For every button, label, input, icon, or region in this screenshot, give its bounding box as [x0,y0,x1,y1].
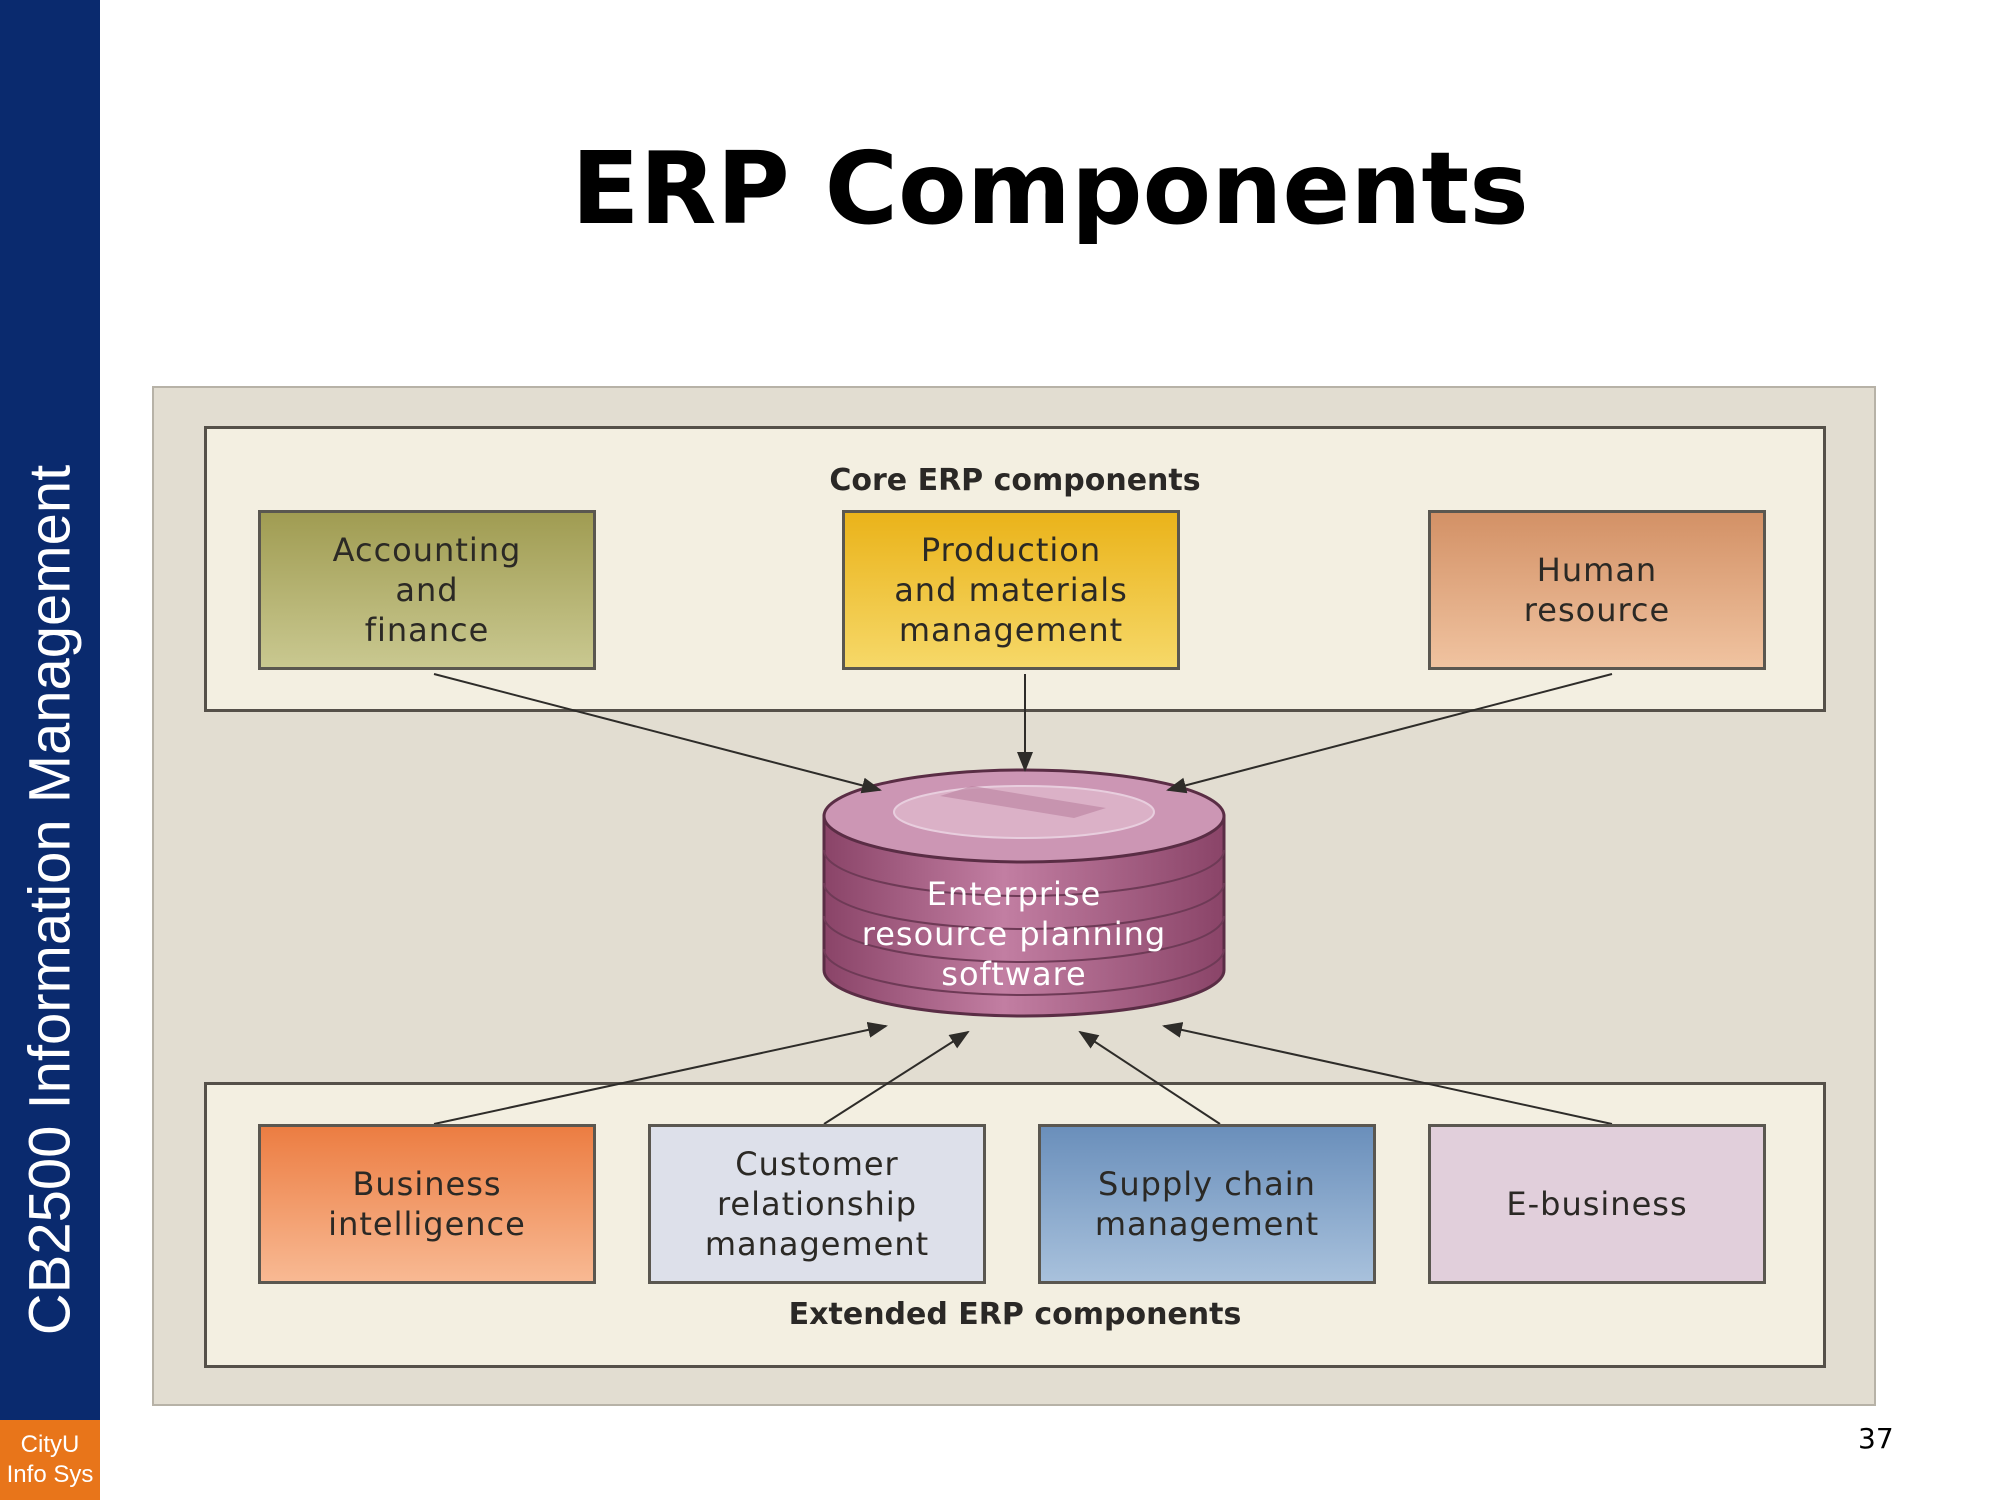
business-intelligence-box: Business intelligence [258,1124,596,1284]
org-badge-line-2: Info Sys [6,1461,94,1488]
supply-chain-line-1: Supply chain [1098,1165,1316,1203]
accounting-finance-box: Accounting and finance [258,510,596,670]
supply-chain-line-2: management [1094,1205,1320,1243]
e-business-line-1: E-business [1506,1185,1688,1223]
accounting-line-2: and [395,571,459,609]
org-badge: CityU Info Sys [0,1420,100,1500]
human-resource-box: Human resource [1428,510,1766,670]
human-resource-line-2: resource [1523,591,1671,629]
sidebar: CB2500 Information Management [0,0,100,1500]
erp-software-label: Enterprise resource planning software [804,874,1224,994]
supply-chain-box: Supply chain management [1038,1124,1376,1284]
business-intelligence-line-1: Business [352,1165,502,1203]
org-badge-line-1: CityU [20,1431,80,1458]
accounting-line-3: finance [364,611,490,649]
extended-components-label: Extended ERP components [788,1297,1242,1332]
production-line-1: Production [920,531,1102,569]
production-line-3: management [898,611,1124,649]
arrows-extended-to-erp [433,1021,1613,1125]
course-title: CB2500 Information Management [17,464,83,1336]
business-intelligence-line-2: intelligence [328,1205,526,1243]
arrows-core-to-erp [433,673,1613,794]
crm-line-3: management [704,1225,930,1263]
diagram-connectors [433,673,1613,1125]
accounting-line-1: Accounting [332,531,522,569]
erp-label-line-3: software [941,955,1087,993]
crm-box: Customer relationship management [648,1124,986,1284]
database-cylinder [822,768,1226,1018]
core-components-label: Core ERP components [829,463,1201,498]
slide-title: ERP Components [571,130,1529,247]
human-resource-line-1: Human [1536,551,1658,589]
crm-line-1: Customer [735,1145,899,1183]
erp-label-line-2: resource planning [861,915,1167,953]
production-materials-box: Production and materials management [842,510,1180,670]
crm-line-2: relationship [716,1185,918,1223]
erp-diagram: Core ERP components Extended ERP compone… [152,386,1876,1406]
production-line-2: and materials [894,571,1128,609]
erp-label-line-1: Enterprise [926,875,1102,913]
page-number: 37 [1858,1422,1894,1455]
e-business-box: E-business [1428,1124,1766,1284]
